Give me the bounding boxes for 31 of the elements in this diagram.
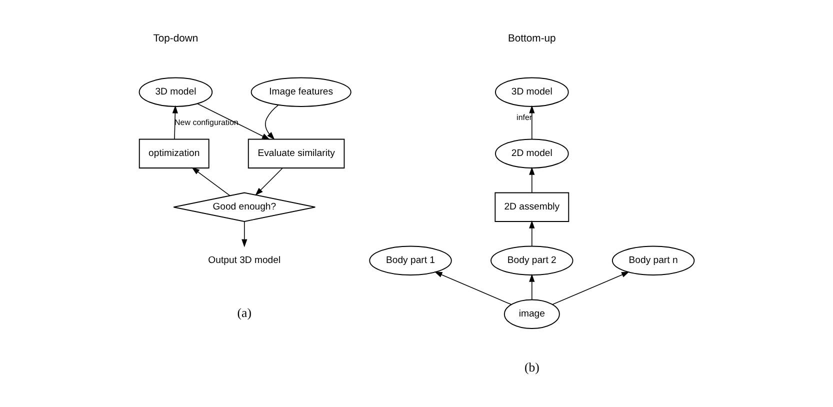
- node-ellipse: Body part 2: [490, 246, 574, 276]
- arrow: [264, 104, 279, 140]
- edge-label: infer: [516, 113, 532, 122]
- node-ellipse: image: [504, 299, 560, 329]
- arrow: [529, 166, 535, 193]
- node-ellipse: 2D model: [495, 138, 569, 168]
- node-ellipse: Body part n: [612, 246, 695, 276]
- arrow: [529, 105, 535, 140]
- node-ellipse: Body part 1: [369, 246, 452, 276]
- arrow: [434, 272, 512, 305]
- label: (a): [237, 306, 252, 320]
- node-box: 2D assembly: [494, 192, 570, 222]
- arrow: [529, 220, 535, 246]
- arrow: [255, 168, 284, 196]
- label: (b): [524, 360, 540, 374]
- node-box: Evaluate similarity: [248, 138, 345, 168]
- edge-label: New configuration: [174, 118, 238, 127]
- node-text: Output 3D model: [208, 255, 281, 266]
- arrow: [197, 103, 270, 140]
- node-ellipse: Image features: [250, 77, 352, 107]
- node-ellipse: 3D model: [138, 77, 213, 107]
- label: Bottom-up: [508, 33, 556, 44]
- arrow: [192, 167, 230, 196]
- node-box: optimization: [138, 138, 210, 168]
- arrow: [172, 105, 178, 140]
- arrow: [529, 274, 535, 300]
- arrow: [552, 272, 630, 305]
- node-diamond: Good enough?: [173, 192, 316, 222]
- label: Top-down: [153, 33, 198, 44]
- node-ellipse: 3D model: [495, 77, 569, 107]
- arrow: [242, 221, 248, 248]
